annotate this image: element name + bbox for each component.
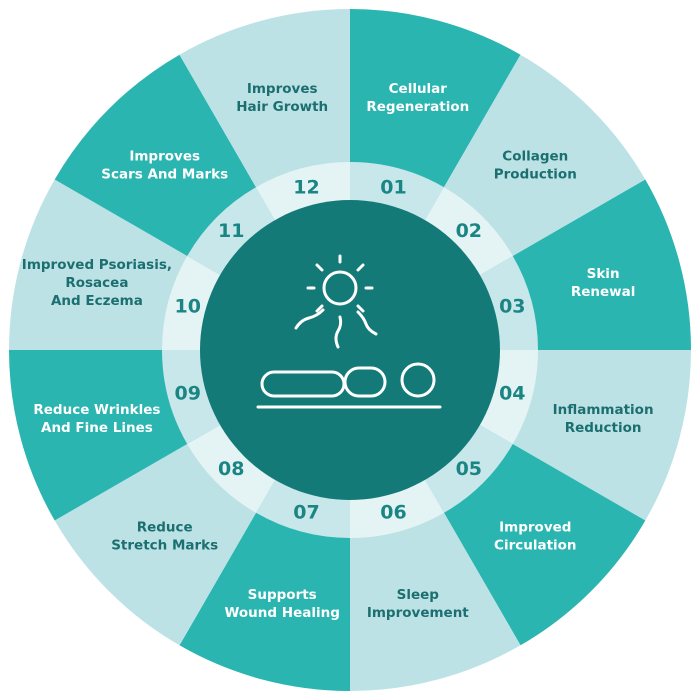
- segment-number-09: 09: [174, 383, 200, 405]
- segment-label-line: Improves: [247, 81, 318, 97]
- segment-label-line: Supports: [248, 587, 317, 603]
- segment-label-line: Improvement: [367, 605, 469, 621]
- segment-label-line: Circulation: [494, 537, 577, 553]
- segment-numbers: 01 02 03 04 05 06 07 08 09 10 11 12: [174, 177, 525, 524]
- segment-label-line: Sleep: [397, 587, 440, 603]
- sun-over-bed-icon: [256, 254, 442, 409]
- segment-number-03: 03: [499, 296, 525, 318]
- segment-label-line: Stretch Marks: [111, 537, 218, 553]
- segment-number-01: 01: [380, 177, 406, 199]
- segment-number-08: 08: [218, 458, 244, 480]
- segment-number-07: 07: [293, 501, 319, 523]
- segment-number-05: 05: [456, 458, 482, 480]
- segment-label-line: Improved Psoriasis,: [22, 257, 172, 273]
- segment-label-line: Reduction: [565, 420, 642, 436]
- segment-number-02: 02: [456, 220, 482, 242]
- segment-label-line: Reduce: [137, 519, 193, 535]
- segment-label-line: Production: [494, 167, 577, 183]
- segment-label-line: Collagen: [502, 149, 568, 165]
- center-disc: [200, 200, 500, 500]
- segment-label-line: Wound Healing: [225, 605, 340, 621]
- segment-label-line: Rosacea: [65, 275, 128, 291]
- segment-label-line: And Fine Lines: [41, 420, 153, 436]
- segment-number-12: 12: [293, 177, 319, 199]
- segment-label-line: Improved: [499, 519, 571, 535]
- segment-label-line: Hair Growth: [236, 99, 328, 115]
- segment-label-line: And Eczema: [51, 293, 143, 309]
- segment-label-line: Renewal: [571, 284, 636, 300]
- segment-label-line: Reduce Wrinkles: [33, 402, 160, 418]
- segment-number-11: 11: [218, 220, 244, 242]
- segment-label-line: Scars And Marks: [101, 167, 228, 183]
- segment-number-06: 06: [380, 501, 406, 523]
- segment-label-line: Inflammation: [553, 402, 654, 418]
- segment-number-10: 10: [174, 296, 200, 318]
- segment-label-line: Regeneration: [366, 99, 469, 115]
- segment-label-line: Improves: [129, 149, 200, 165]
- segment-label-line: Skin: [587, 266, 620, 282]
- segment-label-line: Cellular: [389, 81, 448, 97]
- segment-number-04: 04: [499, 383, 525, 405]
